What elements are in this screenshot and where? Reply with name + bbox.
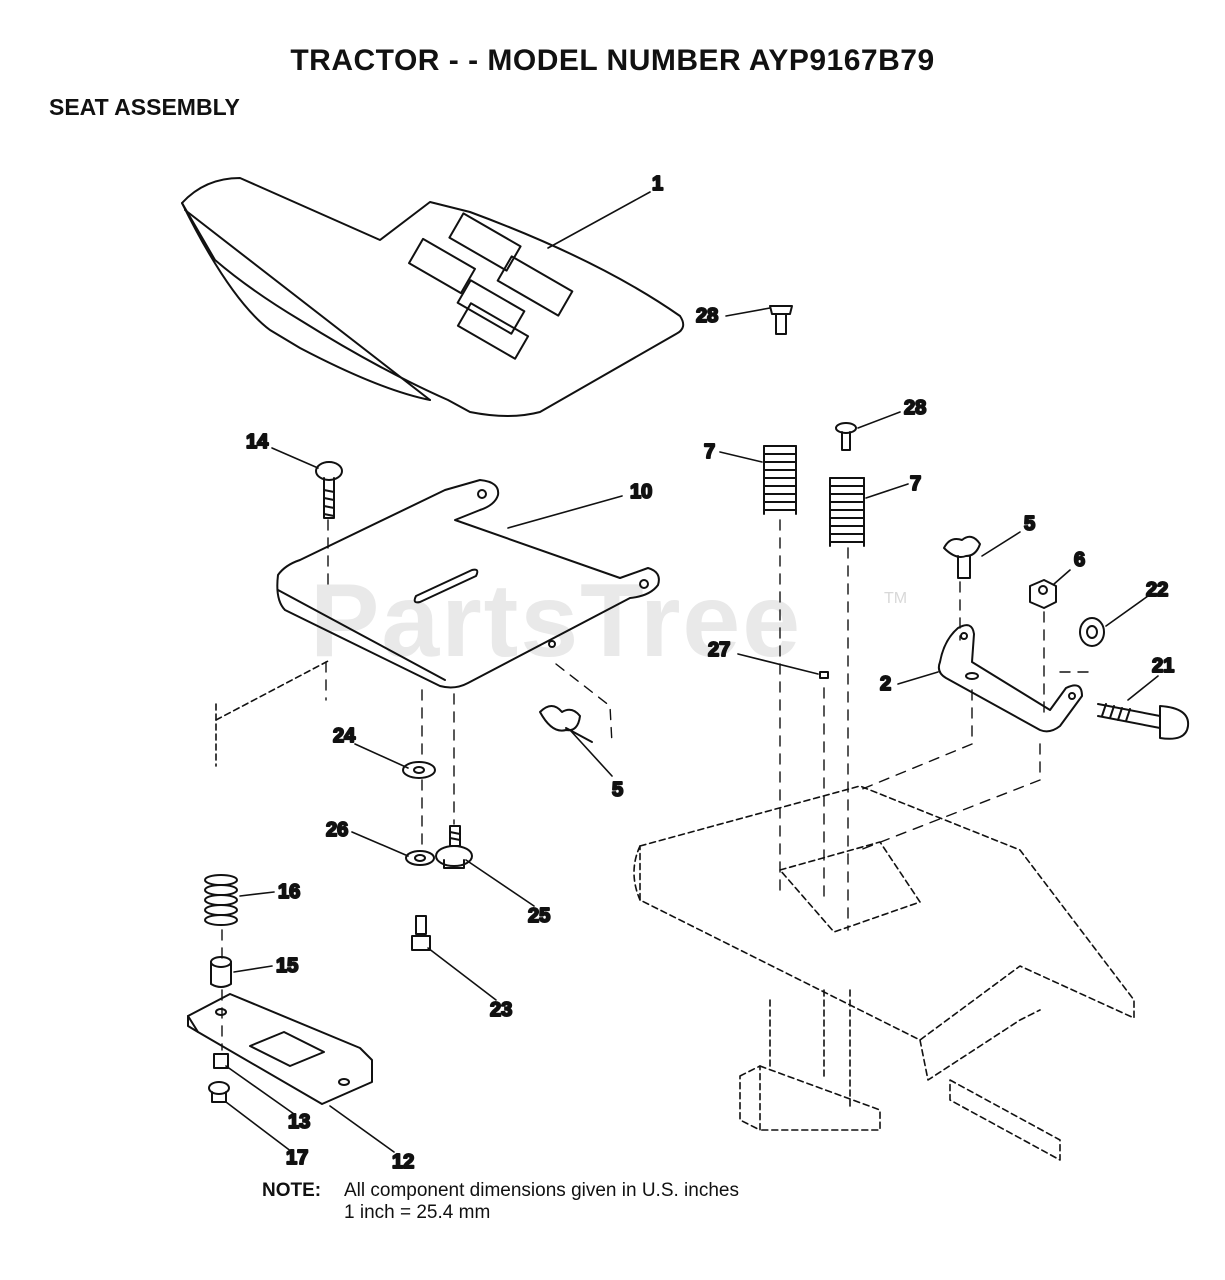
note-block: NOTE: All component dimensions given in U… — [262, 1180, 739, 1224]
leader-lines — [225, 191, 1159, 1153]
part-bolt-21[interactable] — [1097, 703, 1190, 740]
callout-23: 23 — [490, 999, 512, 1021]
part-spring-7a[interactable] — [763, 445, 797, 515]
callout-13: 13 — [288, 1111, 310, 1133]
part-washer-26[interactable] — [405, 850, 435, 866]
callout-28a: 28 — [696, 305, 718, 327]
callout-26: 26 — [326, 819, 348, 841]
note-label: NOTE: — [262, 1180, 322, 1201]
callout-labels: 1 28 28 7 7 14 10 5 6 22 27 2 21 24 5 26… — [245, 172, 1175, 1174]
callout-14: 14 — [246, 431, 269, 453]
part-bolt-23[interactable] — [411, 915, 431, 951]
part-spring-7b[interactable] — [829, 477, 865, 547]
callout-7a: 7 — [704, 441, 715, 463]
part-screw-28a[interactable] — [769, 305, 793, 335]
callout-17: 17 — [286, 1147, 308, 1169]
callout-22: 22 — [1146, 579, 1168, 601]
part-washer-17[interactable] — [208, 1081, 230, 1103]
part-nut-6[interactable] — [1029, 579, 1057, 609]
part-spacer-15[interactable] — [210, 956, 232, 988]
callout-24: 24 — [333, 725, 356, 747]
part-spring-16[interactable] — [204, 874, 238, 926]
part-knob-5b[interactable] — [539, 705, 593, 743]
part-plate-12[interactable] — [187, 993, 373, 1105]
page-title: TRACTOR - - MODEL NUMBER AYP9167B79 — [290, 44, 935, 77]
callout-10: 10 — [630, 481, 652, 503]
callout-2: 2 — [880, 673, 891, 695]
tractor-frame — [215, 659, 1135, 1161]
part-carriage-bolt[interactable] — [315, 461, 343, 519]
callout-7b: 7 — [910, 473, 921, 495]
part-nut-22[interactable] — [1079, 617, 1105, 647]
callout-27: 27 — [708, 639, 730, 661]
callout-28b: 28 — [904, 397, 926, 419]
part-knob-5a[interactable] — [943, 535, 981, 579]
callout-1: 1 — [652, 173, 663, 195]
callout-6: 6 — [1074, 549, 1085, 571]
callout-15: 15 — [276, 955, 298, 977]
note-line-2: 1 inch = 25.4 mm — [344, 1202, 491, 1223]
partstree-watermark: PartsTree — [310, 563, 803, 679]
trademark-mark: TM — [884, 590, 908, 607]
callout-21: 21 — [1152, 655, 1174, 677]
part-screw-28b[interactable] — [835, 422, 857, 451]
part-bolt-25[interactable] — [435, 825, 473, 869]
callout-25: 25 — [528, 905, 550, 927]
callout-5a: 5 — [1024, 513, 1035, 535]
alignment-lines — [221, 519, 1091, 1051]
part-seat[interactable] — [181, 177, 685, 417]
part-bracket-2[interactable] — [937, 624, 1083, 733]
callout-5b: 5 — [612, 779, 623, 801]
callout-16: 16 — [278, 881, 300, 903]
part-washer-24[interactable] — [402, 761, 436, 779]
note-line-1: All component dimensions given in U.S. i… — [344, 1180, 739, 1201]
part-pin-27[interactable] — [819, 671, 829, 679]
section-title: SEAT ASSEMBLY — [49, 94, 240, 120]
part-seat-pan[interactable] — [276, 479, 660, 689]
callout-12: 12 — [392, 1151, 414, 1173]
